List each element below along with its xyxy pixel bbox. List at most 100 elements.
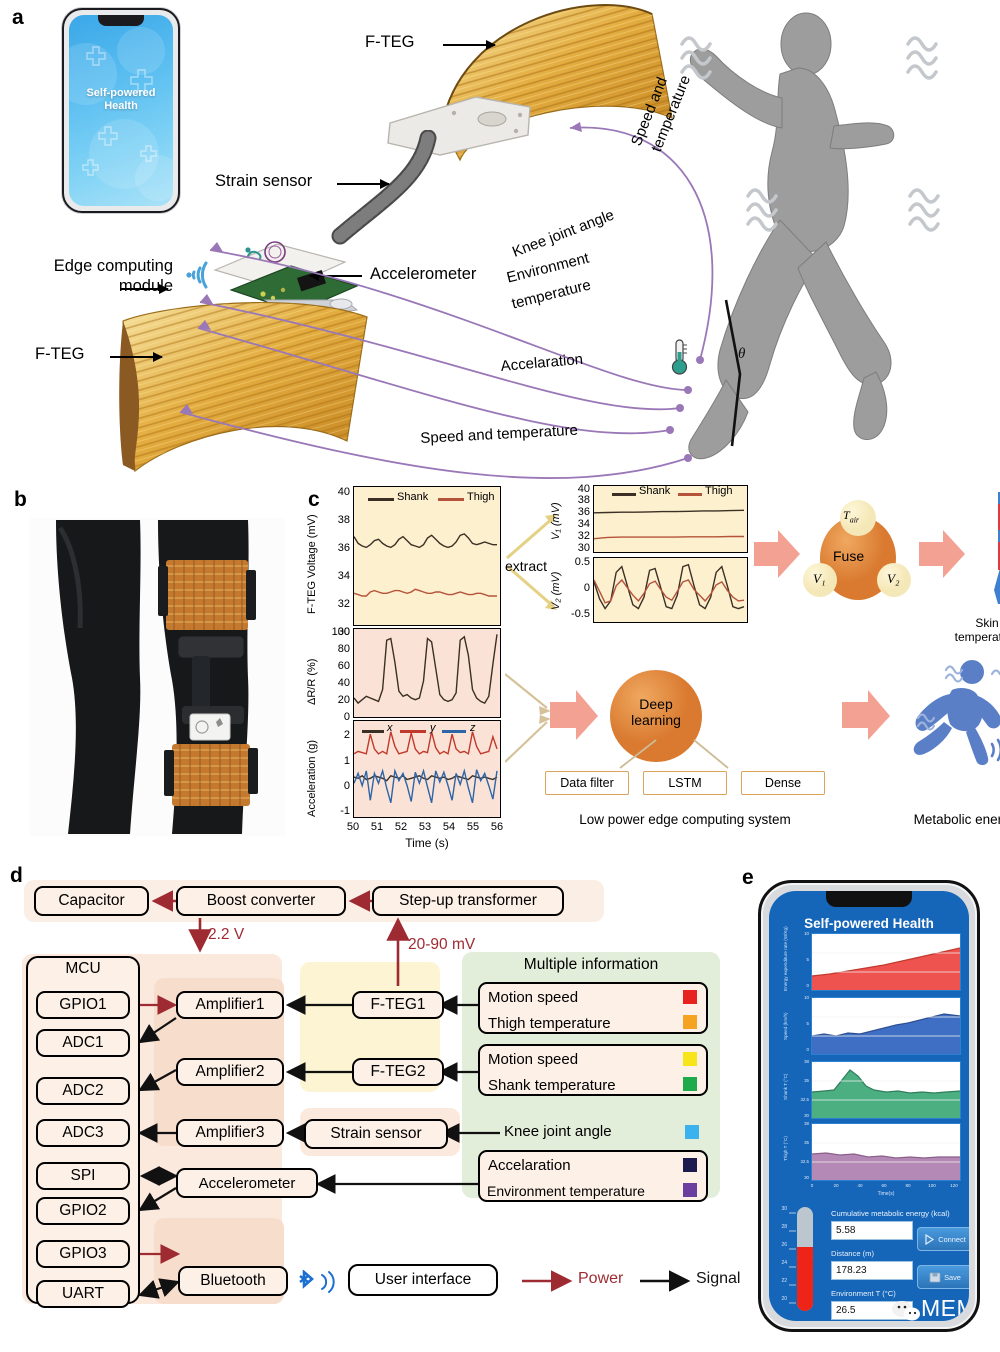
chart2-svg [354,634,498,705]
connect-button[interactable]: Connect [917,1227,969,1251]
legend-label-y: y [430,722,436,734]
ytick: 0.5 [574,556,590,568]
mcu-pin-gpio1[interactable]: GPIO1 [36,991,130,1019]
legend-label-thigh: Thigh [467,491,495,503]
panel-c: c F-TEG Voltage (mV) 40 38 36 34 32 30 S… [300,480,1000,850]
leg-photograph [30,518,285,836]
pe-xtick: 40 [857,1183,863,1188]
pe-ytick: 5 [806,1021,809,1026]
pe-ytick: 10 [804,931,809,936]
arrow-strain-sensor [337,179,390,189]
mcu-title: MCU [65,960,101,977]
thermo-tick: 22 [781,1278,787,1284]
edge-label-line1: Edge computing [53,257,173,275]
ytick: 100 [331,626,350,638]
legend-swatch-x [362,730,384,733]
pe-ytick: 35 [804,1140,809,1145]
info-swatch-1-1 [683,990,697,1004]
deco-bubble [117,27,165,75]
xtick: 54 [442,821,456,833]
dbox-accelerometer[interactable]: Accelerometer [176,1168,318,1198]
ytick: -1 [340,805,350,817]
caption-low-power: Low power edge computing system [579,812,791,827]
chart1-yticks: 40 38 36 34 32 30 [320,486,350,640]
dbox-strain-sensor[interactable]: Strain sensor [304,1119,448,1149]
mcu-pin-adc1[interactable]: ADC1 [36,1029,130,1057]
ytick: 40 [337,677,350,689]
deco-bubble [89,119,159,189]
metabolic-runner-icon [913,660,1000,766]
field-value-energy[interactable]: 5.58 [831,1221,913,1240]
app-title: Self-powered Health [804,916,934,931]
connect-button-label: Connect [938,1234,966,1244]
info-label-2-1: Motion speed [488,1050,579,1068]
pe-chart3-yticks: 38 35 32.5 30 [789,1059,809,1119]
dl-block-lstm: LSTM [643,771,727,795]
pe-xtick: 60 [881,1183,887,1188]
legend-label-shank: Shank [397,491,429,503]
dbox-bluetooth[interactable]: Bluetooth [178,1266,288,1296]
wifi-signal-icon [186,261,208,289]
thermo-tick: 24 [781,1260,787,1266]
legend-label-shank2: Shank [639,485,671,497]
ytick: 32 [337,598,350,610]
xtick: 50 [346,821,360,833]
mcu-pin-spi[interactable]: SPI [36,1162,130,1190]
fuse-label: Fuse [833,548,865,564]
dbox-step-up-transformer[interactable]: Step-up transformer [372,886,564,916]
pe-ytick: 35 [804,1078,809,1083]
pe-ytick: 0 [806,1047,809,1052]
fuse-node-tair: Tair [843,508,860,525]
save-button[interactable]: Save [917,1265,969,1289]
dbox-capacitor[interactable]: Capacitor [34,886,149,916]
info-label-4-1: Accelaration [488,1156,571,1174]
chart-acceleration: x y z [353,720,501,818]
dbox-amplifier1[interactable]: Amplifier1 [176,991,284,1019]
legend-label-x: x [387,722,393,734]
info-label-2-2: Shank temperature [488,1076,616,1094]
chart3-yticks: 2 1 0 -1 [320,724,350,830]
xtick: 55 [466,821,480,833]
ytick: 2 [343,729,350,741]
chart1-svg [354,533,497,597]
signal-arc-paths [179,122,714,479]
label-strain-sensor: Strain sensor [215,172,313,190]
ytick: 30 [337,626,350,638]
pe-xtick: 0 [810,1183,814,1188]
mcu-pin-adc2[interactable]: ADC2 [36,1077,130,1105]
dl-block-dense: Dense [741,771,825,795]
chart3-svg [354,731,498,803]
legend-swatch-shank [368,498,394,501]
info-swatch-2-1 [683,1052,697,1066]
mcu-pin-uart[interactable]: UART [36,1280,130,1308]
mcu-pin-gpio2[interactable]: GPIO2 [36,1197,130,1225]
fuse-node-v2: V₂ [887,571,900,586]
health-cross-pattern [82,46,157,176]
chart5-svg [594,563,745,610]
skin-line2: temperature [954,630,1000,644]
dbox-amplifier3[interactable]: Amplifier3 [176,1119,284,1147]
dbox-amplifier2[interactable]: Amplifier2 [176,1058,284,1086]
phone-e-notch [826,891,912,907]
dbox-fteg1[interactable]: F-TEG1 [352,991,444,1019]
info-label-4-2: Environment temperature [487,1183,645,1199]
panel-d: d Capacitor Boost converter Step-up tran… [0,858,760,1352]
output-label-skin: Skin temperature [952,616,1000,644]
dbox-boost-converter[interactable]: Boost converter [176,886,346,916]
heat-wave-icons [680,36,940,232]
mcu-pin-adc3[interactable]: ADC3 [36,1119,130,1147]
phone-title-line2: Health [104,100,138,112]
info-group-4: Accelaration Environment temperature [478,1150,708,1202]
dbox-fteg2[interactable]: F-TEG2 [352,1058,444,1086]
field-value-distance[interactable]: 178.23 [831,1261,913,1280]
xtick: 52 [394,821,408,833]
info-title: Multiple information [523,956,659,973]
pe-ytick: 0 [806,983,809,988]
arrow-to-metabolic [842,690,890,740]
app-screen: Self-powered Health Energy expenditure r… [769,891,969,1321]
ytick: 20 [337,694,350,706]
arrow-fteg-bottom [110,352,163,362]
dbox-user-interface[interactable]: User interface [348,1264,498,1296]
legend-label-signal: Signal [696,1270,741,1287]
mcu-pin-gpio3[interactable]: GPIO3 [36,1240,130,1268]
